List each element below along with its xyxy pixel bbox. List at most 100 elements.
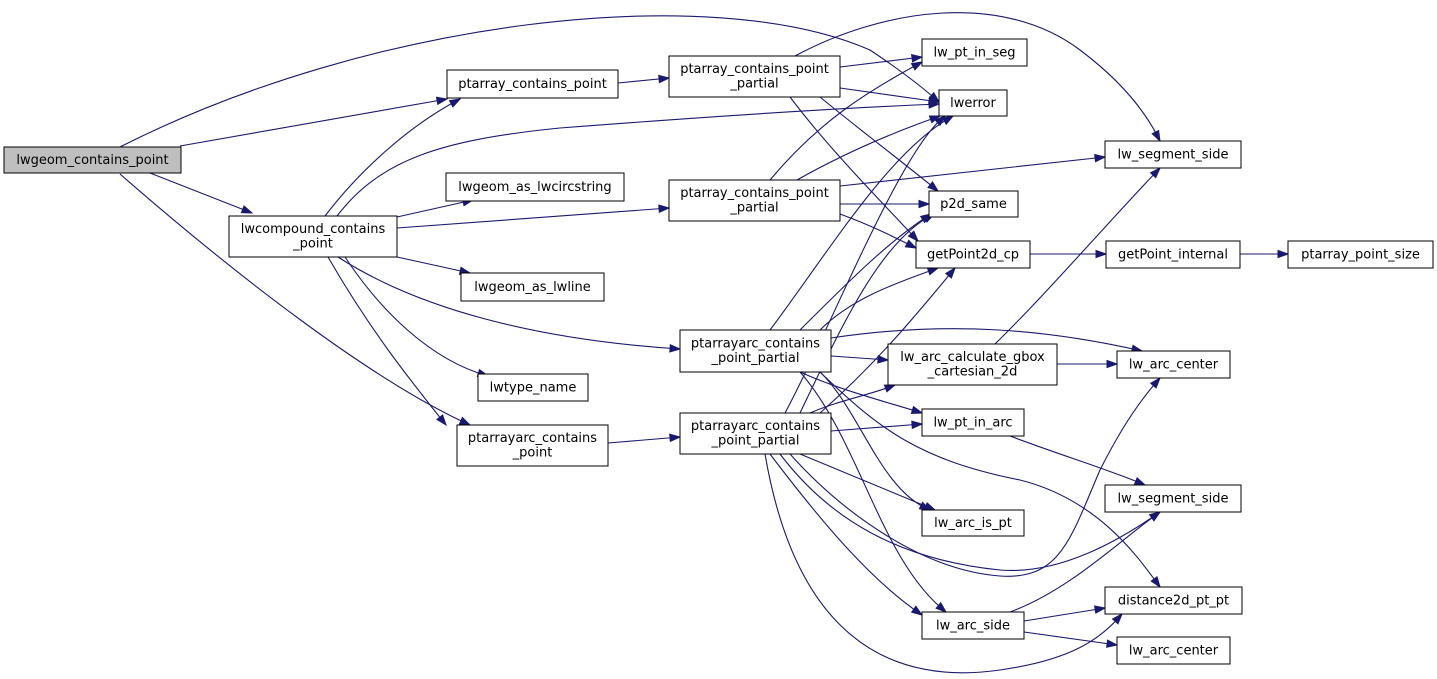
node-label: distance2d_pt_pt xyxy=(1118,593,1229,608)
arrowhead xyxy=(240,205,254,214)
edges xyxy=(119,12,1290,674)
node-getPoint-internal[interactable]: getPoint_internal xyxy=(1105,240,1241,269)
arrowhead xyxy=(435,96,449,106)
arrowhead xyxy=(935,601,948,613)
node-p2d-same[interactable]: p2d_same xyxy=(928,190,1019,218)
node-label: ptarrayarc_contains xyxy=(691,337,820,352)
edge-line xyxy=(1023,631,1118,646)
arrowhead xyxy=(1133,476,1147,486)
node-lwgeom-as-lwcircstring[interactable]: lwgeom_as_lwcircstring xyxy=(445,172,625,202)
edge-line xyxy=(839,56,923,68)
node-lw-segment-side-b[interactable]: lw_segment_side xyxy=(1104,484,1242,513)
node-label: lw_segment_side xyxy=(1118,491,1229,506)
node-label: lw_arc_side xyxy=(936,618,1010,633)
arrowhead xyxy=(1151,129,1161,143)
node-label: lwtype_name xyxy=(490,380,577,395)
node-lw-arc-center-a[interactable]: lw_arc_center xyxy=(1116,350,1231,379)
node-ptarray-cpp-b[interactable]: ptarray_contains_point_partial xyxy=(668,179,841,222)
node-box xyxy=(668,179,841,222)
node-lw-segment-side-a[interactable]: lw_segment_side xyxy=(1104,140,1242,169)
arrowhead xyxy=(944,266,956,279)
node-lwtype-name[interactable]: lwtype_name xyxy=(477,373,589,402)
node-distance2d-pt-pt[interactable]: distance2d_pt_pt xyxy=(1104,586,1243,615)
node-lw-arc-calculate-gbox[interactable]: lw_arc_calculate_gbox_cartesian_2d xyxy=(887,343,1058,386)
arrowhead xyxy=(1094,153,1107,163)
arrowhead xyxy=(911,420,924,430)
node-ptarrayarc-cpp-b[interactable]: ptarrayarc_contains_point_partial xyxy=(679,412,832,455)
node-root[interactable]: lwgeom_contains_point xyxy=(3,146,182,174)
edge-lw_pt_in_arc-to-lw_segment_side_b xyxy=(1009,435,1147,486)
node-ptarrayarc-cpp-a[interactable]: ptarrayarc_contains_point_partial xyxy=(679,329,832,373)
edge-lw_arc_side-to-lw_segment_side_b xyxy=(1009,511,1162,613)
edge-ptarray_cpp_a-to-lw_segment_side_a xyxy=(794,12,1161,143)
arrowhead xyxy=(669,343,682,353)
edge-line xyxy=(149,172,253,214)
arrowhead xyxy=(883,384,897,393)
node-box xyxy=(3,146,182,174)
node-label: ptarrayarc_contains xyxy=(691,419,820,434)
arrowhead xyxy=(1148,511,1162,522)
arrowhead xyxy=(910,405,924,415)
node-label: lw_pt_in_seg xyxy=(934,45,1016,60)
node-lw-arc-side[interactable]: lw_arc_side xyxy=(921,611,1025,640)
node-ptarray-contains-point[interactable]: ptarray_contains_point xyxy=(446,69,619,99)
node-ptarrayarc-contains-point[interactable]: ptarrayarc_contains_point xyxy=(456,424,609,467)
node-box xyxy=(1104,484,1242,513)
node-label: lw_arc_calculate_gbox xyxy=(900,350,1045,365)
edge-ptarray_cpp_a-to-lw_pt_in_seg xyxy=(839,53,924,68)
edge-ptarrayarc_cpp_b-to-distance2d_pt_pt xyxy=(764,453,1123,674)
arrowhead xyxy=(928,96,941,105)
node-lwgeom-as-lwline[interactable]: lwgeom_as_lwline xyxy=(460,272,605,302)
node-label: getPoint_internal xyxy=(1118,247,1228,262)
node-box xyxy=(679,412,832,455)
arrowhead xyxy=(910,61,924,71)
edge-line xyxy=(819,96,939,192)
edge-ptarray_cpp_b-to-lw_pt_in_seg xyxy=(769,61,924,181)
node-label: lw_arc_center xyxy=(1129,357,1219,372)
edge-line xyxy=(799,371,947,613)
edge-line xyxy=(327,256,447,426)
node-lwcompound-contains-point[interactable]: lwcompound_contains_point xyxy=(228,215,398,258)
node-lw-pt-in-seg[interactable]: lw_pt_in_seg xyxy=(921,38,1028,67)
edge-line xyxy=(784,115,946,414)
edge-line xyxy=(839,156,1106,187)
node-lwerror[interactable]: lwerror xyxy=(938,89,1008,117)
arrowhead xyxy=(907,230,920,243)
node-box xyxy=(679,329,832,373)
edge-ptarrayarc_cpp_b-to-getPoint2d_cp xyxy=(819,266,956,414)
edge-line xyxy=(796,115,941,181)
arrowhead xyxy=(658,204,671,214)
edge-line xyxy=(789,96,919,242)
edge-ptarrayarc_cpp_a-to-getPoint2d_cp xyxy=(819,267,940,331)
arrowhead xyxy=(904,239,918,249)
edge-lwcompound_contains_point-to-ptarray_cpp_b xyxy=(396,204,671,229)
edge-root-to-lwcompound_contains_point xyxy=(149,172,254,214)
node-box xyxy=(228,215,398,258)
edge-ptarray_contains_point-to-ptarray_cpp_a xyxy=(617,74,671,84)
arrowhead xyxy=(669,433,682,443)
edge-ptarray_cpp_a-to-p2d_same xyxy=(819,96,940,192)
edge-getPoint2d_cp-to-getPoint_internal xyxy=(1030,249,1108,259)
node-box xyxy=(887,343,1058,386)
edge-line xyxy=(769,61,923,181)
node-lw-pt-in-arc[interactable]: lw_pt_in_arc xyxy=(921,408,1025,437)
node-getPoint2d-cp[interactable]: getPoint2d_cp xyxy=(915,240,1031,269)
node-box xyxy=(1104,586,1243,615)
edge-lw_arc_side-to-lw_arc_center_b xyxy=(1023,631,1119,648)
node-box xyxy=(1116,350,1231,379)
arrowhead xyxy=(934,115,947,127)
arrowhead xyxy=(926,267,940,276)
node-lw-arc-center-b[interactable]: lw_arc_center xyxy=(1116,636,1231,665)
node-box xyxy=(921,38,1028,67)
node-label: lw_arc_center xyxy=(1129,643,1219,658)
node-ptarray-point-size[interactable]: ptarray_point_size xyxy=(1287,240,1434,269)
arrowhead xyxy=(1095,249,1108,259)
node-box xyxy=(445,172,625,202)
arrowhead xyxy=(910,605,924,616)
edge-ptarrayarc_cpp_b-to-lw_arc_is_pt xyxy=(799,453,937,511)
node-lw-arc-is-pt[interactable]: lw_arc_is_pt xyxy=(921,509,1025,537)
edge-line xyxy=(769,453,923,616)
edge-line xyxy=(119,173,471,426)
node-ptarray-cpp-a[interactable]: ptarray_contains_point_partial xyxy=(668,55,841,98)
node-label: _point xyxy=(512,446,553,461)
